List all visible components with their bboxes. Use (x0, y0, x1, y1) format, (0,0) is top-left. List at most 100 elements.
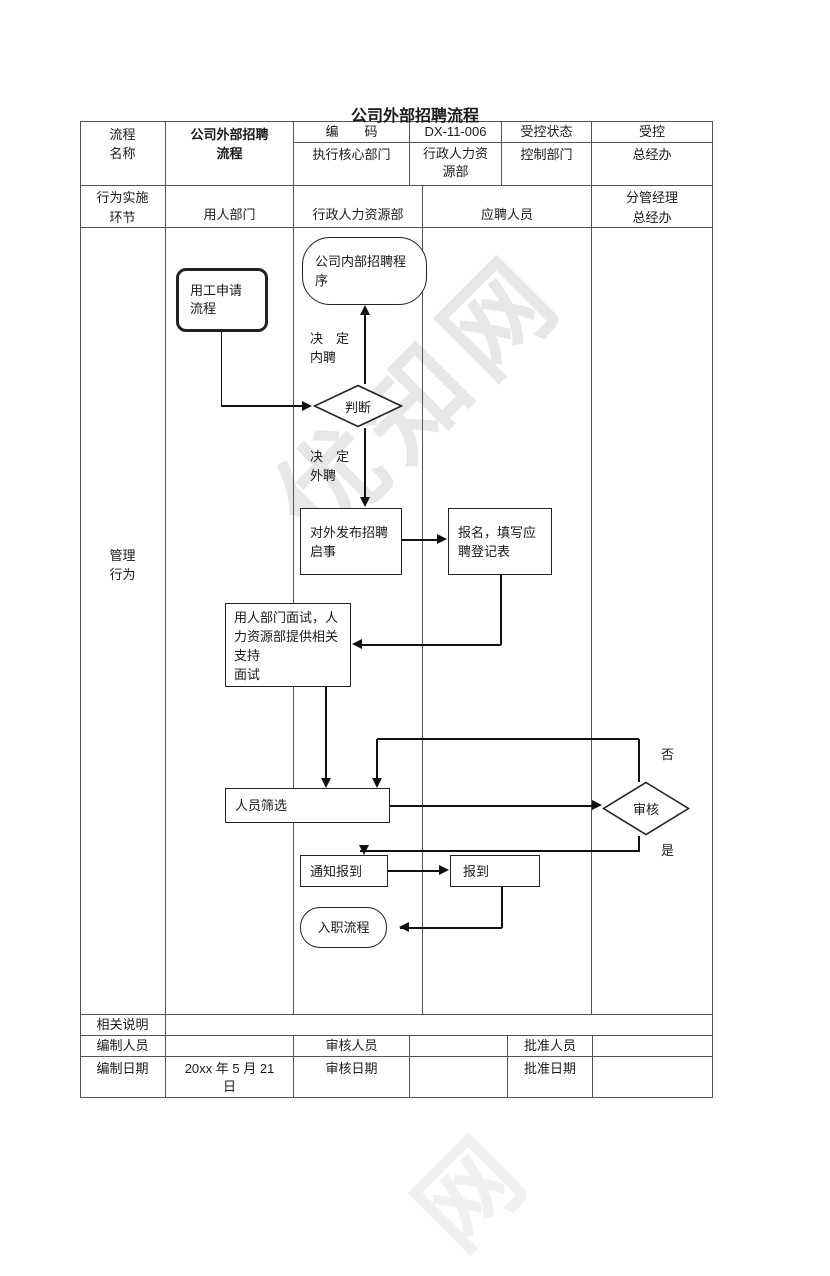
lane-manager-line1: 分管经理 (625, 190, 678, 205)
cell-control-dept-label: 控制部门 (502, 143, 592, 186)
cell-approve-date-value (593, 1057, 713, 1098)
lane-applicant-label: 应聘人员 (480, 207, 533, 222)
cell-process-name-value: 公司外部招聘 流程 (166, 121, 294, 186)
cell-lane-manager: 分管经理 总经办 (592, 186, 713, 228)
cell-core-dept-label: 执行核心部门 (294, 143, 410, 186)
report-label: 报到 (463, 863, 490, 879)
connector-no-feedback-top (377, 738, 639, 740)
notify-report-label: 通知报到 (310, 863, 363, 879)
node-labor-request-process: 用工申请 流程 (176, 268, 268, 332)
labor-request-line1: 用工申请 (190, 283, 243, 298)
decide-internal-line1: 决 定 (310, 331, 350, 346)
labor-request-line2: 流程 (190, 301, 217, 316)
cell-author-value (166, 1036, 294, 1057)
connector-shaixuan-shenhe (390, 805, 593, 807)
connector-yes-down (638, 836, 640, 851)
author-date-line2: 日 (222, 1079, 236, 1094)
arrowhead-into-mianshi (352, 639, 362, 649)
cell-notes-label: 相关说明 (80, 1015, 166, 1036)
connector-baoming-left (360, 644, 501, 646)
connector-baodao-down (501, 887, 503, 928)
decision-panduan-label: 判断 (344, 399, 371, 415)
arrowhead-feedback-into-shaixuan (372, 778, 382, 788)
cell-core-dept-value: 行政人力资 源部 (410, 143, 502, 186)
interview-line4: 面试 (234, 667, 261, 682)
lane-manager-line2: 总经办 (632, 210, 672, 225)
cell-controlled-state-label: 受控状态 (502, 121, 592, 143)
signup-register-line2: 聘登记表 (458, 543, 511, 559)
connector-yonggong-right (221, 405, 304, 407)
node-publish-recruitment: 对外发布招聘 启事 (300, 508, 402, 575)
lane-row-label-line1: 行为实施 (96, 190, 149, 205)
process-name-line2: 名称 (109, 146, 136, 161)
decide-internal-line2: 内聘 (310, 350, 337, 365)
connector-mianshi-down (325, 687, 327, 780)
cell-reviewer-label: 审核人员 (294, 1036, 410, 1057)
interview-line2: 力资源部提供相关 (234, 629, 339, 644)
arrowhead-into-ruzhi (399, 922, 409, 932)
lane-hr-dept-label: 行政人力资源部 (312, 207, 404, 222)
label-yes: 是 (661, 843, 675, 858)
cell-lane-hiring-dept: 用人部门 (166, 186, 294, 228)
label-decide-external: 决 定 外聘 (310, 447, 349, 485)
cell-management-behavior: 管理 行为 (80, 228, 166, 1015)
cell-controlled-state-value: 受控 (592, 121, 713, 143)
core-dept-value-line1: 行政人力资 (422, 146, 488, 161)
core-dept-value-line2: 源部 (442, 164, 469, 179)
publish-recruitment-line2: 启事 (310, 543, 337, 559)
author-date-line1: 20xx 年 5 月 21 (184, 1061, 275, 1076)
node-candidate-screening: 人员筛选 (225, 788, 390, 823)
node-report: 报到 (450, 855, 540, 887)
lane-row-label-line2: 环节 (109, 210, 136, 225)
process-value-line1: 公司外部招聘 (190, 127, 269, 142)
node-onboarding-process: 入职流程 (300, 907, 387, 948)
node-interview: 用人部门面试，人 力资源部提供相关 支持 面试 (225, 603, 351, 687)
diamond-shape (313, 384, 403, 428)
cell-lane-applicant: 应聘人员 (423, 186, 592, 228)
signup-register-line1: 报名，填写应 (458, 524, 537, 540)
process-name-line1: 流程 (109, 127, 136, 142)
label-no: 否 (661, 747, 675, 762)
connector-yes-left (360, 850, 640, 852)
arrowhead-into-neibu (360, 305, 370, 315)
interview-line1: 用人部门面试，人 (234, 610, 339, 625)
cell-author-label: 编制人员 (80, 1036, 166, 1057)
cell-notes-value (166, 1015, 713, 1036)
connector-no-feedback-left (376, 739, 378, 780)
cell-code-label: 编 码 (294, 121, 410, 143)
cell-review-date-label: 审核日期 (294, 1057, 410, 1098)
page-title: 公司外部招聘流程 (350, 108, 479, 125)
connector-no-feedback-right (638, 739, 640, 782)
cell-code-value: DX-11-006 (410, 121, 502, 143)
connector-baodao-left (400, 927, 502, 929)
lane-body-applicant (423, 228, 592, 1015)
connector-tongzhi-baodao (388, 870, 441, 872)
arrowhead-mianshi-into-shaixuan (321, 778, 331, 788)
arrowhead-into-tongzhi (359, 845, 369, 855)
cell-review-date-value (410, 1057, 508, 1098)
node-decision-shenhe: 审核 (602, 781, 690, 836)
arrowhead-into-baodao (439, 865, 449, 875)
connector-baoming-down (500, 575, 502, 645)
watermark-bottom: 网 (395, 1120, 545, 1270)
document-table-frame (80, 121, 713, 1098)
process-value-line2: 流程 (216, 146, 243, 161)
cell-reviewer-value (410, 1036, 508, 1057)
cell-lane-row-label: 行为实施 环节 (80, 186, 166, 228)
publish-recruitment-line1: 对外发布招聘 (310, 524, 389, 540)
onboarding-process-label: 入职流程 (317, 920, 370, 935)
decide-external-line1: 决 定 (310, 449, 350, 464)
node-signup-register: 报名，填写应 聘登记表 (448, 508, 552, 575)
decision-shenhe-label: 审核 (632, 802, 659, 817)
arrowhead-into-shenhe (592, 800, 602, 810)
connector-yonggong-down (220, 332, 222, 406)
management-behavior-line1: 管理 (109, 548, 136, 563)
interview-line3: 支持 (234, 648, 261, 663)
cell-approve-date-label: 批准日期 (508, 1057, 593, 1098)
cell-approver-value (593, 1036, 713, 1057)
management-behavior-line2: 行为 (109, 567, 136, 582)
candidate-screening-label: 人员筛选 (235, 798, 288, 813)
node-notify-report: 通知报到 (300, 855, 388, 887)
cell-author-date-label: 编制日期 (80, 1057, 166, 1098)
cell-author-date-value: 20xx 年 5 月 21 日 (166, 1057, 294, 1098)
